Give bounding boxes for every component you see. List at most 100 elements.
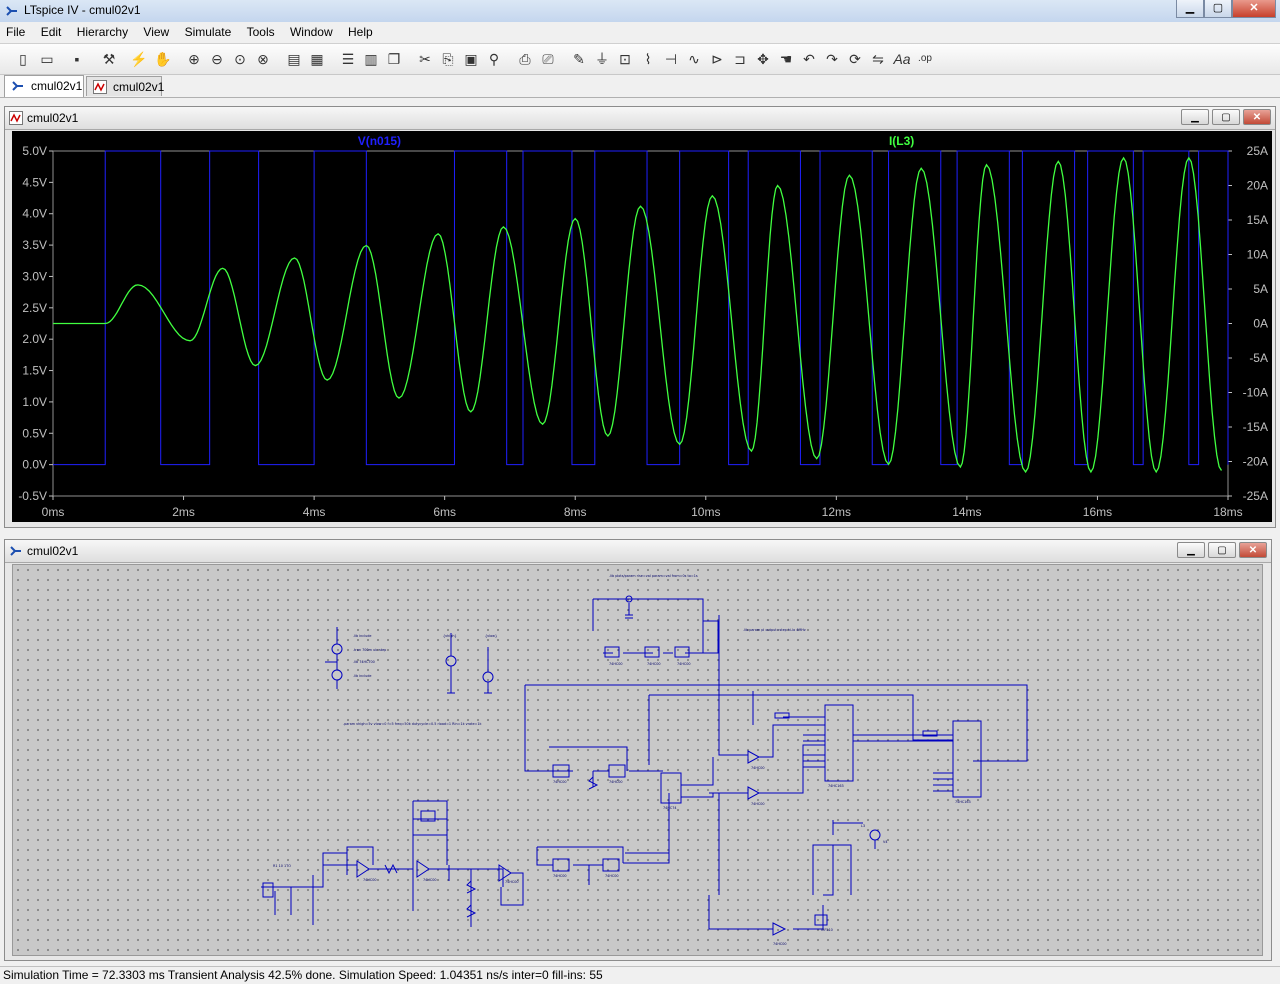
schematic-window-title: cmul02v1 (27, 544, 79, 558)
y-left-tick-label: 2.0V (22, 332, 47, 346)
inductor-icon[interactable]: ∿ (688, 51, 700, 67)
cut-icon[interactable]: ✂ (419, 51, 431, 67)
open-icon[interactable]: ▯ (19, 51, 27, 67)
tile-horizontal-icon[interactable]: ☰ (341, 51, 355, 67)
y-left-tick-label: 2.5V (22, 301, 47, 315)
copy-icon[interactable]: ⎘ (442, 51, 454, 67)
schematic-close-button[interactable]: ✕ (1239, 542, 1267, 558)
svg-text:74HC00: 74HC00 (553, 780, 567, 784)
paste-icon[interactable]: ▣ (464, 51, 478, 67)
toolbar: ▯ ▭ ▪ ⚒ ⚡ ✋ ⊕ ⊖ ⊙ ⊗ ▤ ▦ ☰ ▥ ❐ ✂ ⎘ ▣ ⚲ ⎙ … (0, 43, 1280, 75)
menu-edit[interactable]: Edit (40, 25, 62, 39)
menu-hierarchy[interactable]: Hierarchy (76, 25, 129, 39)
waveform-icon (9, 111, 23, 125)
y-left-tick-label: 3.5V (22, 238, 47, 252)
component-icon[interactable]: ⊐ (734, 51, 746, 67)
grid-icon[interactable]: ▦ (310, 51, 324, 67)
svg-text:.tran 700m uic step: .tran 700m uic step (353, 648, 386, 652)
x-tick-label: 14ms (952, 505, 981, 519)
y-left-tick-label: 0.0V (22, 458, 47, 472)
close-button[interactable]: ✕ (1232, 0, 1276, 18)
menu-tools[interactable]: Tools (246, 25, 275, 39)
capacitor-icon[interactable]: ⊣ (664, 51, 678, 67)
svg-text:.lib include: .lib include (353, 674, 371, 678)
svg-text:.lib param pl output=step hi-l: .lib param pl output=step hi-lo 4MHz (743, 628, 806, 632)
halt-icon[interactable]: ✋ (154, 51, 172, 67)
tab-waveform[interactable]: cmul02v1 (86, 76, 164, 96)
y-right-tick-label: 10A (1247, 248, 1268, 262)
minimize-button[interactable]: ▁ (1176, 0, 1204, 18)
pencil-icon[interactable]: ✎ (573, 51, 585, 67)
resistor-icon[interactable]: ⌇ (644, 51, 652, 67)
mirror-icon[interactable]: ⇋ (872, 51, 884, 67)
menu-simulate[interactable]: Simulate (184, 25, 232, 39)
label-icon[interactable]: ⊡ (619, 51, 631, 67)
text-icon[interactable]: Aa (893, 51, 911, 67)
zoom-full-icon[interactable]: ⊙ (234, 51, 246, 67)
y-left-tick-label: 5.0V (22, 144, 47, 158)
waveform-minimize-button[interactable]: ▁ (1181, 109, 1209, 125)
zoom-cancel-icon[interactable]: ⊗ (257, 51, 269, 67)
waveform-close-button[interactable]: ✕ (1243, 109, 1271, 125)
menu-help[interactable]: Help (347, 25, 373, 39)
y-left-tick-label: 0.5V (22, 426, 47, 440)
waveform-icon (93, 80, 107, 94)
y-right-tick-label: 25A (1247, 144, 1268, 158)
svg-text:74HC00: 74HC00 (751, 802, 765, 806)
x-tick-label: 8ms (564, 505, 587, 519)
y-left-tick-label: 1.5V (22, 364, 47, 378)
x-tick-label: 6ms (433, 505, 456, 519)
svg-text:74HC163: 74HC163 (955, 800, 971, 804)
x-tick-label: 16ms (1083, 505, 1112, 519)
waveform-chart[interactable]: 5.0V4.5V4.0V3.5V3.0V2.5V2.0V1.5V1.0V0.5V… (12, 131, 1272, 522)
undo-icon[interactable]: ↶ (803, 51, 815, 67)
legend-v-n015: V(n015) (358, 134, 401, 148)
svg-text:74HC00: 74HC00 (363, 878, 377, 882)
tab-schematic[interactable]: cmul02v1 (4, 75, 84, 97)
redo-icon[interactable]: ↷ (826, 51, 838, 67)
y-right-tick-label: -20A (1243, 455, 1268, 469)
menu-window[interactable]: Window (289, 25, 333, 39)
schematic-drawing[interactable]: .lib plots/param rise=val param=val from… (13, 565, 1262, 955)
open-folder-icon[interactable]: ▭ (40, 51, 54, 67)
schematic-canvas[interactable]: .lib plots/param rise=val param=val from… (12, 564, 1263, 956)
svg-text:74HC00: 74HC00 (647, 662, 661, 666)
zoom-in-icon[interactable]: ⊕ (188, 51, 200, 67)
print-preview-icon[interactable]: ⎚ (542, 51, 554, 67)
window-title: LTspice IV - cmul02v1 (24, 3, 141, 17)
waveform-window-titlebar: cmul02v1 ▁ ▢ ✕ (5, 107, 1275, 130)
svg-text:{vhigh}: {vhigh} (443, 634, 457, 638)
find-icon[interactable]: ⚲ (488, 51, 500, 67)
move-icon[interactable]: ✥ (757, 51, 769, 67)
save-icon[interactable]: ▪ (74, 51, 80, 67)
zoom-out-icon[interactable]: ⊖ (211, 51, 223, 67)
maximize-button[interactable]: ▢ (1204, 0, 1232, 18)
svg-text:74HC00: 74HC00 (609, 662, 623, 666)
waveform-restore-button[interactable]: ▢ (1212, 109, 1240, 125)
print-icon[interactable]: ⎙ (519, 51, 531, 67)
svg-text:74HC00: 74HC00 (505, 880, 519, 884)
run-icon[interactable]: ⚡ (130, 51, 148, 67)
cascade-icon[interactable]: ❐ (387, 51, 401, 67)
autorange-icon[interactable]: ▤ (287, 51, 301, 67)
drag-icon[interactable]: ☚ (779, 51, 793, 67)
menu-file[interactable]: File (6, 25, 26, 39)
y-left-tick-label: 1.0V (22, 395, 47, 409)
svg-text:74HC00: 74HC00 (609, 780, 623, 784)
ground-icon[interactable]: ⏚ (595, 51, 609, 67)
plot-frame (52, 150, 1229, 497)
tile-vertical-icon[interactable]: ▥ (364, 51, 378, 67)
rotate-icon[interactable]: ⟳ (849, 51, 861, 67)
series-v-n015-line (53, 150, 1229, 466)
spice-directive-icon[interactable]: .op (918, 53, 932, 64)
schematic-minimize-button[interactable]: ▁ (1177, 542, 1205, 558)
control-panel-icon[interactable]: ⚒ (102, 51, 116, 67)
menu-view[interactable]: View (143, 25, 170, 39)
y-right-tick-label: -25A (1243, 489, 1268, 503)
diode-icon[interactable]: ⊳ (711, 51, 723, 67)
y-right-tick-label: 20A (1247, 179, 1268, 193)
svg-text:74HC163: 74HC163 (828, 784, 844, 788)
y-right-tick-label: -15A (1243, 420, 1268, 434)
schematic-restore-button[interactable]: ▢ (1208, 542, 1236, 558)
